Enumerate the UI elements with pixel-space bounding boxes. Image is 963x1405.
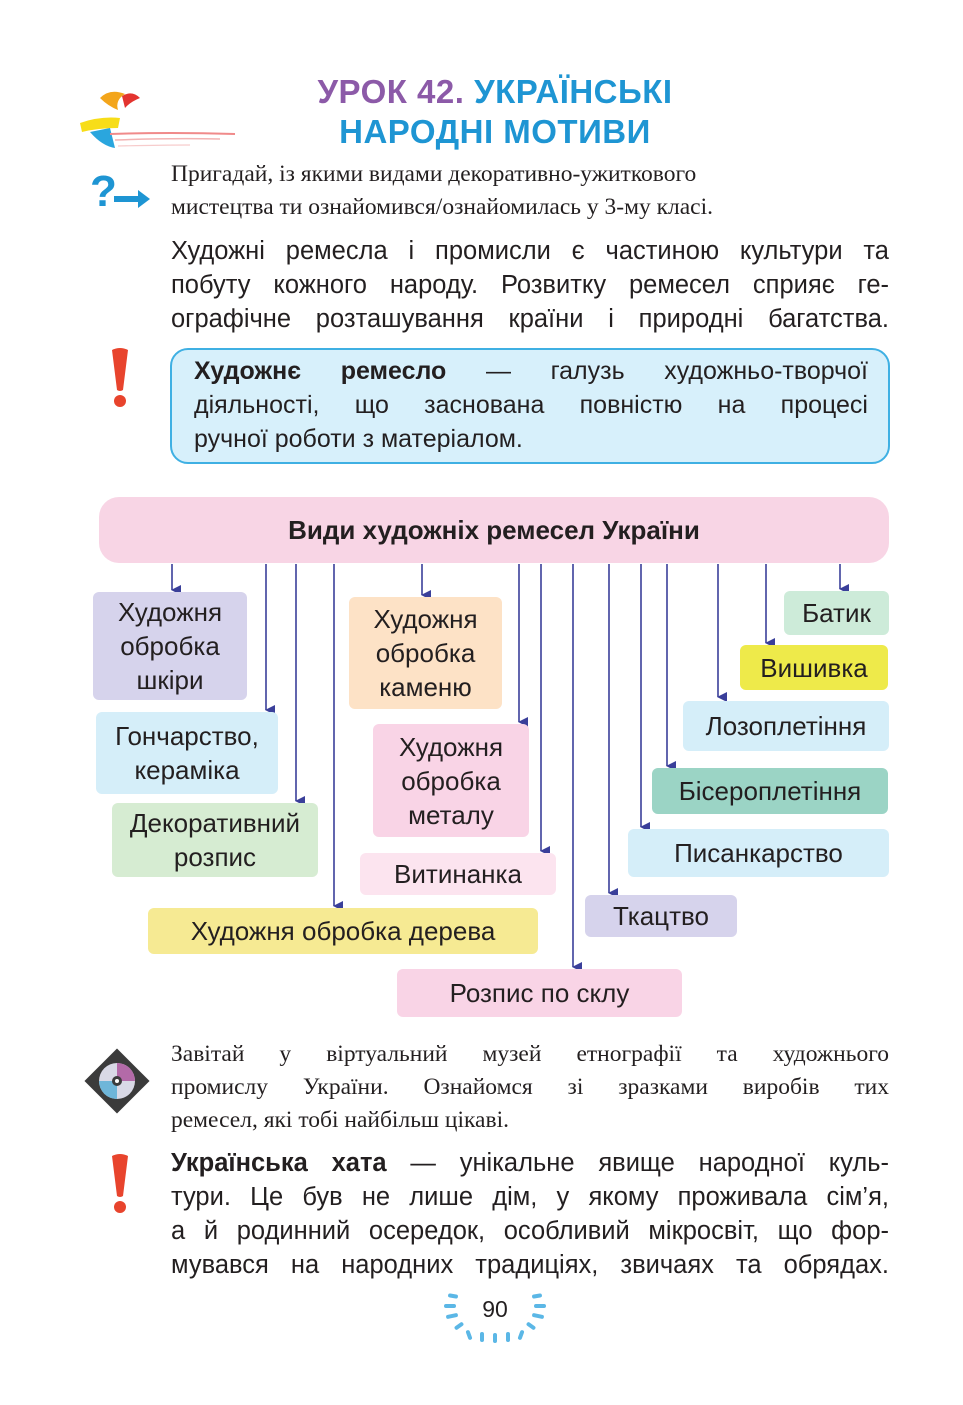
house-term: Українська хата [171,1149,387,1177]
house-text: — унікальне явище народної куль- [386,1149,889,1177]
craft-label: Художня обробка дерева [190,916,496,946]
house-line: мувався на народних традиціях, звичаях т… [171,1251,889,1279]
definition-line: діяльності, що заснована повністю на про… [194,391,868,419]
craft-label: кераміка [134,755,240,785]
craft-label: Художня [117,597,223,627]
definition-line: ручної роботи з матеріалом. [194,425,523,453]
sun-rays-icon [444,1293,546,1343]
craft-label: Розпис по склу [449,978,630,1008]
craft-beading: Бісероплетіння [652,768,888,814]
craft-embroidery: Вишивка [740,645,888,690]
craft-wood: Художня обробка дерева [148,908,538,954]
question-text: Пригадай, із якими видами декоративно-уж… [171,158,889,224]
craft-label: Бісероплетіння [678,776,862,806]
lesson-title: УРОК 42. УКРАЇНСЬКІ НАРОДНІ МОТИВИ [150,72,840,152]
craft-batik: Батик [784,591,889,635]
craft-wicker: Лозоплетіння [683,701,889,751]
title-part: УКРАЇНСЬКІ [474,73,673,110]
craft-glass: Розпис по склу [397,969,682,1017]
museum-line: промислу України. Ознайомся зі зразками … [171,1074,889,1100]
craft-label: шкіри [136,665,204,695]
question-line: мистецтва ти ознайомився/ознайомилась у … [171,194,713,220]
house-line: а й родинний осередок, особливий мікросв… [171,1217,889,1245]
diagram-title: Види художніх ремесел України [99,497,889,563]
exclamation-icon [112,1154,128,1213]
museum-line: ремесел, які тобі найбільш цікаві. [171,1107,509,1133]
lesson-number: УРОК 42. [317,73,465,110]
craft-label: розпис [173,842,257,872]
craft-painting: Декоративний розпис [112,803,318,877]
definition-line: Художнє ремесло — галузь художньо-творчо… [194,354,868,388]
museum-text: Завітай у віртуальний музей етнографії т… [171,1038,889,1137]
definition-box: Художнє ремесло — галузь художньо-творчо… [170,348,890,464]
craft-label: Писанкарство [674,838,843,868]
definition-text: — галузь художньо-творчої [446,357,869,385]
craft-pottery: Гончарство, кераміка [96,712,278,794]
lesson-logo-icon [80,91,236,148]
craft-label: Вишивка [760,652,868,683]
svg-text:?: ? [90,167,117,216]
craft-label: обробка [120,631,220,661]
question-arrow-icon: ? [90,167,150,216]
craft-label: Батик [802,598,871,628]
house-paragraph: Українська хата — унікальне явище народн… [171,1146,889,1282]
craft-label: Художня [373,604,478,634]
house-line: Українська хата — унікальне явище народн… [171,1146,889,1180]
exclamation-icon [112,348,128,407]
craft-label: обробка [375,638,476,668]
definition-term: Художнє ремесло [194,357,447,385]
craft-weaving: Ткацтво [585,895,737,937]
intro-paragraph: Художні ремесла і промисли є частиною ку… [171,234,889,336]
craft-label: обробка [401,765,501,796]
house-line: тури. Це був не лише дім, у якому прожив… [171,1183,889,1211]
page-number: 90 [482,1296,508,1322]
museum-line: Завітай у віртуальний музей етнографії т… [171,1041,889,1067]
disc-icon [84,1048,150,1114]
intro-line: Художні ремесла і промисли є частиною ку… [171,237,889,265]
title-line2: НАРОДНІ МОТИВИ [339,113,651,150]
craft-label: Лозоплетіння [705,711,867,741]
craft-label: Декоративний [129,808,301,838]
craft-label: Витинанка [394,859,522,889]
craft-label: металу [408,799,494,830]
craft-vytynanka: Витинанка [360,853,556,895]
craft-label: Гончарство, [115,721,259,751]
intro-line: ографічне розташування країни і природні… [171,305,889,333]
craft-label: Ткацтво [613,901,709,931]
craft-label: каменю [379,672,472,702]
craft-label: Художня [398,731,504,762]
intro-line: побуту кожного народу. Розвитку ремесел … [171,271,889,299]
craft-pysanka: Писанкарство [628,829,889,877]
craft-stone: Художня обробка каменю [349,597,502,709]
craft-leather: Художня обробка шкіри [93,592,247,700]
question-line: Пригадай, із якими видами декоративно-уж… [171,161,697,187]
